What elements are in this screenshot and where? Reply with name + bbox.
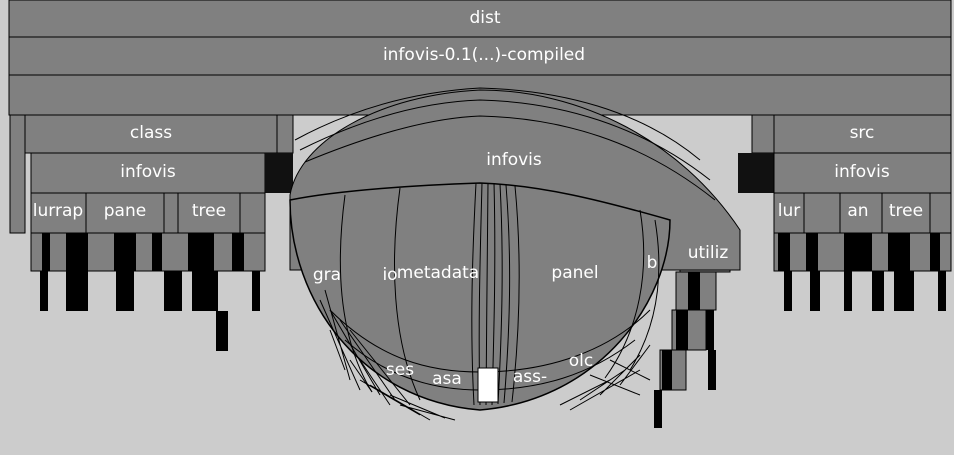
right-subtree[interactable]: src infovis lur an tree [738, 114, 952, 311]
node-right-dark [738, 153, 774, 193]
lens-ass-label: ass- [513, 367, 547, 387]
node-right-sep [803, 192, 841, 234]
node-right-lur-label: lur [778, 201, 801, 221]
lens-metadata-label: metadata [397, 263, 479, 283]
node-left-dark [265, 153, 293, 193]
lens-ses-label: ses [386, 360, 414, 380]
node-right-infovis-label: infovis [834, 162, 890, 182]
node-left-tree[interactable] [177, 192, 241, 234]
node-left-class-label: class [130, 123, 172, 143]
node-right-tree-label: tree [889, 201, 923, 221]
lens-olc-label: olc [569, 351, 593, 371]
lens-white-slot [477, 367, 499, 403]
lens-panel-label: panel [551, 263, 598, 283]
left-subtree[interactable]: class infovis lurrap pane tree [9, 114, 294, 351]
node-left-strip2 [276, 114, 294, 154]
node-right-src-label: src [850, 123, 875, 143]
lens-utiliz-label: utiliz [688, 243, 729, 263]
lens-b-label: b [647, 253, 658, 273]
node-right-src[interactable] [773, 114, 952, 154]
lens-gra-label: gra [313, 265, 341, 285]
node-left-infovis-label: infovis [120, 162, 176, 182]
node-left-lurrap-label: lurrap [33, 201, 83, 221]
lens-io-label: io [382, 265, 397, 285]
level-root[interactable]: dist [8, 0, 952, 38]
node-right-strip [751, 114, 775, 154]
left-leaves [30, 232, 266, 351]
lens-infovis-label: infovis [486, 150, 542, 170]
node-left-panel-label: pane [104, 201, 146, 221]
lens-fragments [319, 289, 651, 421]
node-left-strip [9, 114, 26, 234]
node-dist[interactable] [8, 0, 952, 38]
node-right-tree[interactable] [881, 192, 931, 234]
node-left-sep2 [239, 192, 266, 234]
node-left-sep [163, 192, 179, 234]
node-right-sep2 [929, 192, 952, 234]
node-build-label: infovis-0.1(...)-compiled [383, 45, 585, 65]
right-leaves [773, 232, 952, 311]
node-left-tree-label: tree [192, 201, 226, 221]
node-dist-label: dist [469, 8, 500, 28]
fisheye-lens[interactable]: infovis gra io metadata panel b utiliz s… [289, 87, 741, 421]
node-right-pan-label: an [847, 201, 868, 221]
node-left-lurrap[interactable] [30, 192, 87, 234]
lens-asa-label: asa [432, 369, 462, 389]
node-left-panel[interactable] [85, 192, 165, 234]
